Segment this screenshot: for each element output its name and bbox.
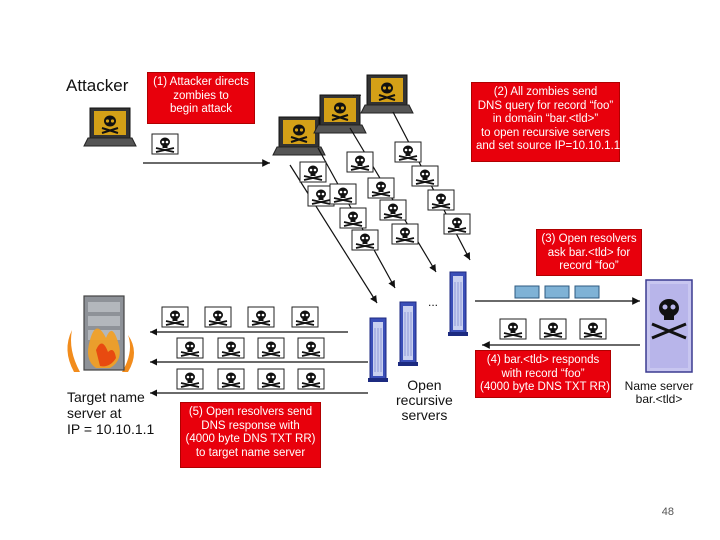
attacker-label: Attacker bbox=[66, 76, 128, 96]
step-5-box: (5) Open resolvers send DNS response wit… bbox=[180, 402, 321, 468]
step-3-box: (3) Open resolvers ask bar.<tld> for rec… bbox=[536, 229, 642, 276]
attacker-command-packet-icon bbox=[152, 134, 178, 154]
open-recursive-server-icon bbox=[448, 272, 468, 336]
zombie-laptop-icon bbox=[273, 117, 325, 155]
nameserver-response-packets bbox=[500, 319, 606, 339]
open-recursive-server-icon bbox=[398, 302, 418, 366]
step-2-box: (2) All zombies send DNS query for recor… bbox=[471, 82, 620, 162]
server-ellipsis: ... bbox=[428, 295, 438, 309]
amplified-response-streams bbox=[150, 307, 368, 393]
page-number: 48 bbox=[662, 506, 674, 518]
name-server-icon bbox=[646, 280, 692, 372]
step-1-box: (1) Attacker directs zombies to begin at… bbox=[147, 72, 255, 124]
open-recursive-server-icon bbox=[368, 318, 388, 382]
step-4-box: (4) bar.<tld> responds with record “foo”… bbox=[475, 350, 611, 398]
zombie-laptop-icon bbox=[314, 95, 366, 133]
zombie-ellipsis: ... bbox=[352, 85, 362, 99]
target-burning-server-icon bbox=[67, 296, 134, 372]
open-recursive-servers-label: Open recursive servers bbox=[396, 378, 453, 423]
name-server-label: Name server bar.<tld> bbox=[624, 380, 694, 406]
zombie-laptop-icon bbox=[361, 75, 413, 113]
target-server-label: Target name server at IP = 10.10.1.1 bbox=[67, 389, 154, 437]
resolver-query-packets bbox=[515, 286, 599, 298]
attacker-laptop-icon bbox=[84, 108, 136, 146]
